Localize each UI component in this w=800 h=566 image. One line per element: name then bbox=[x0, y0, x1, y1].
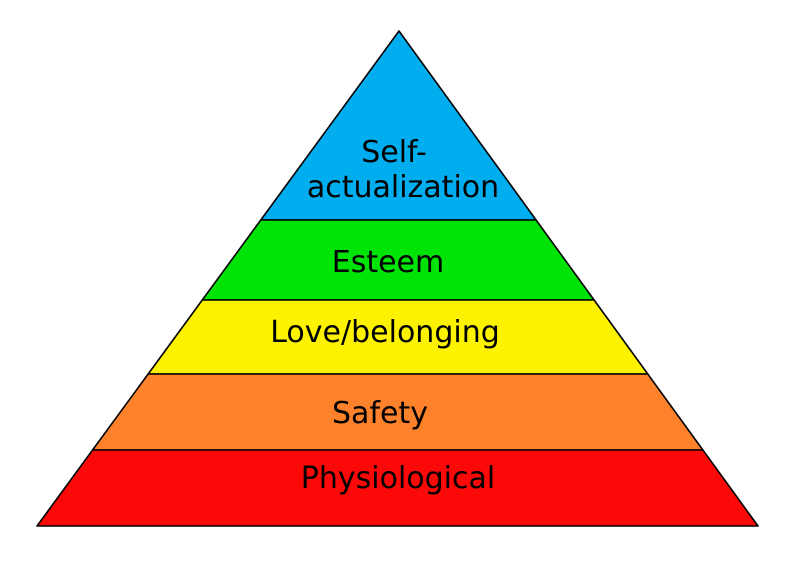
label-love-belonging: Love/belonging bbox=[270, 315, 500, 350]
level-physiological bbox=[36, 449, 759, 527]
label-safety: Safety bbox=[332, 396, 428, 431]
pyramid-levels bbox=[36, 30, 759, 527]
label-physiological: Physiological bbox=[301, 461, 495, 496]
label-self-actualization-line2: actualization bbox=[307, 170, 499, 205]
label-self-actualization-line1: Self- bbox=[361, 135, 427, 170]
label-esteem: Esteem bbox=[332, 245, 445, 280]
pyramid-labels: Self- actualization Esteem Love/belongin… bbox=[270, 135, 500, 496]
